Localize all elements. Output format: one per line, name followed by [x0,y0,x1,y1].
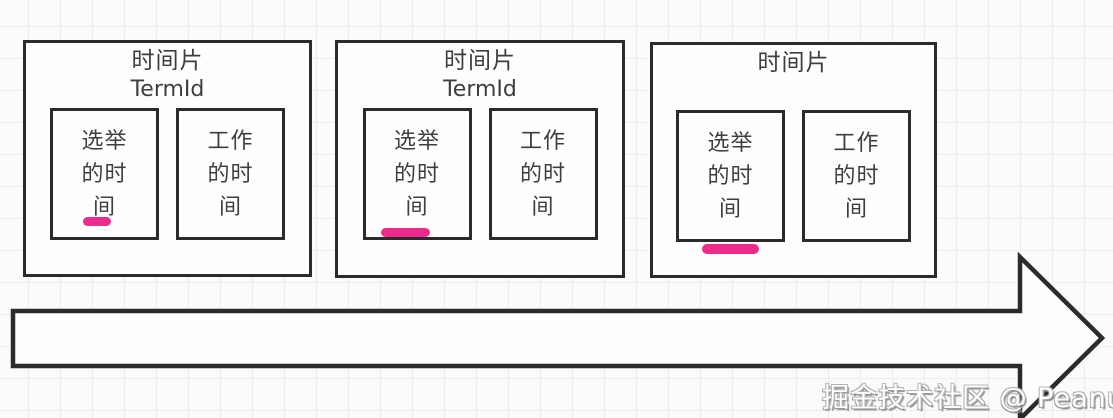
time-boxes-row: 选举 的时 间 工作 的时 间 [26,108,309,240]
label-line: 的时 [833,163,880,189]
label-line: 选举 [707,130,754,156]
label-line: 的时 [393,161,440,187]
term-panel-3: 时间片 选举 的时 间 工作 的时 间 [650,42,937,278]
label-line: 间 [405,194,429,220]
label-line: 的时 [519,161,566,187]
term-panel-2: 时间片 TermId 选举 的时 间 工作 的时 间 [335,40,625,278]
panel-header: 时间片 [653,45,934,110]
election-time-label: 选举 的时 间 [394,125,440,224]
label-line: 的时 [707,163,754,189]
panel-title: 时间片 [131,48,204,74]
label-line: 间 [718,196,742,222]
label-line: 工作 [207,128,254,154]
time-boxes-row: 选举 的时 间 工作 的时 间 [338,108,622,240]
work-time-box: 工作 的时 间 [802,110,911,242]
panel-header: 时间片 TermId [338,43,622,108]
pink-underline [380,228,430,237]
work-time-label: 工作 的时 间 [520,125,566,224]
pink-underline [702,244,759,254]
label-line: 间 [92,194,116,220]
label-line: 间 [844,196,868,222]
label-line: 工作 [519,128,566,154]
watermark: 掘金技术社区 @ Peanut [822,383,1113,414]
election-time-box: 选举 的时 间 [50,108,159,240]
panel-subtitle: TermId [443,77,517,102]
panel-subtitle: TermId [130,77,205,102]
label-line: 工作 [833,130,880,156]
work-time-box: 工作 的时 间 [176,108,285,240]
election-time-label: 选举 的时 间 [707,127,753,226]
label-line: 选举 [393,128,440,154]
label-line: 间 [218,194,242,220]
time-boxes-row: 选举 的时 间 工作 的时 间 [653,110,934,254]
work-time-label: 工作 的时 间 [833,127,879,226]
label-line: 的时 [81,161,128,187]
label-line: 选举 [81,128,128,154]
label-line: 的时 [207,161,254,187]
panel-title: 时间片 [444,48,516,74]
label-line: 间 [531,194,555,220]
work-time-box: 工作 的时 间 [488,108,598,240]
panel-header: 时间片 TermId [26,43,309,108]
election-time-label: 选举 的时 间 [81,125,127,224]
panel-title: 时间片 [757,50,830,76]
term-panel-1: 时间片 TermId 选举 的时 间 工作 的时 间 [23,40,312,277]
election-time-box: 选举 的时 间 [676,110,785,254]
pink-underline [83,217,111,226]
election-time-box: 选举 的时 间 [362,108,472,240]
work-time-label: 工作 的时 间 [207,125,253,224]
